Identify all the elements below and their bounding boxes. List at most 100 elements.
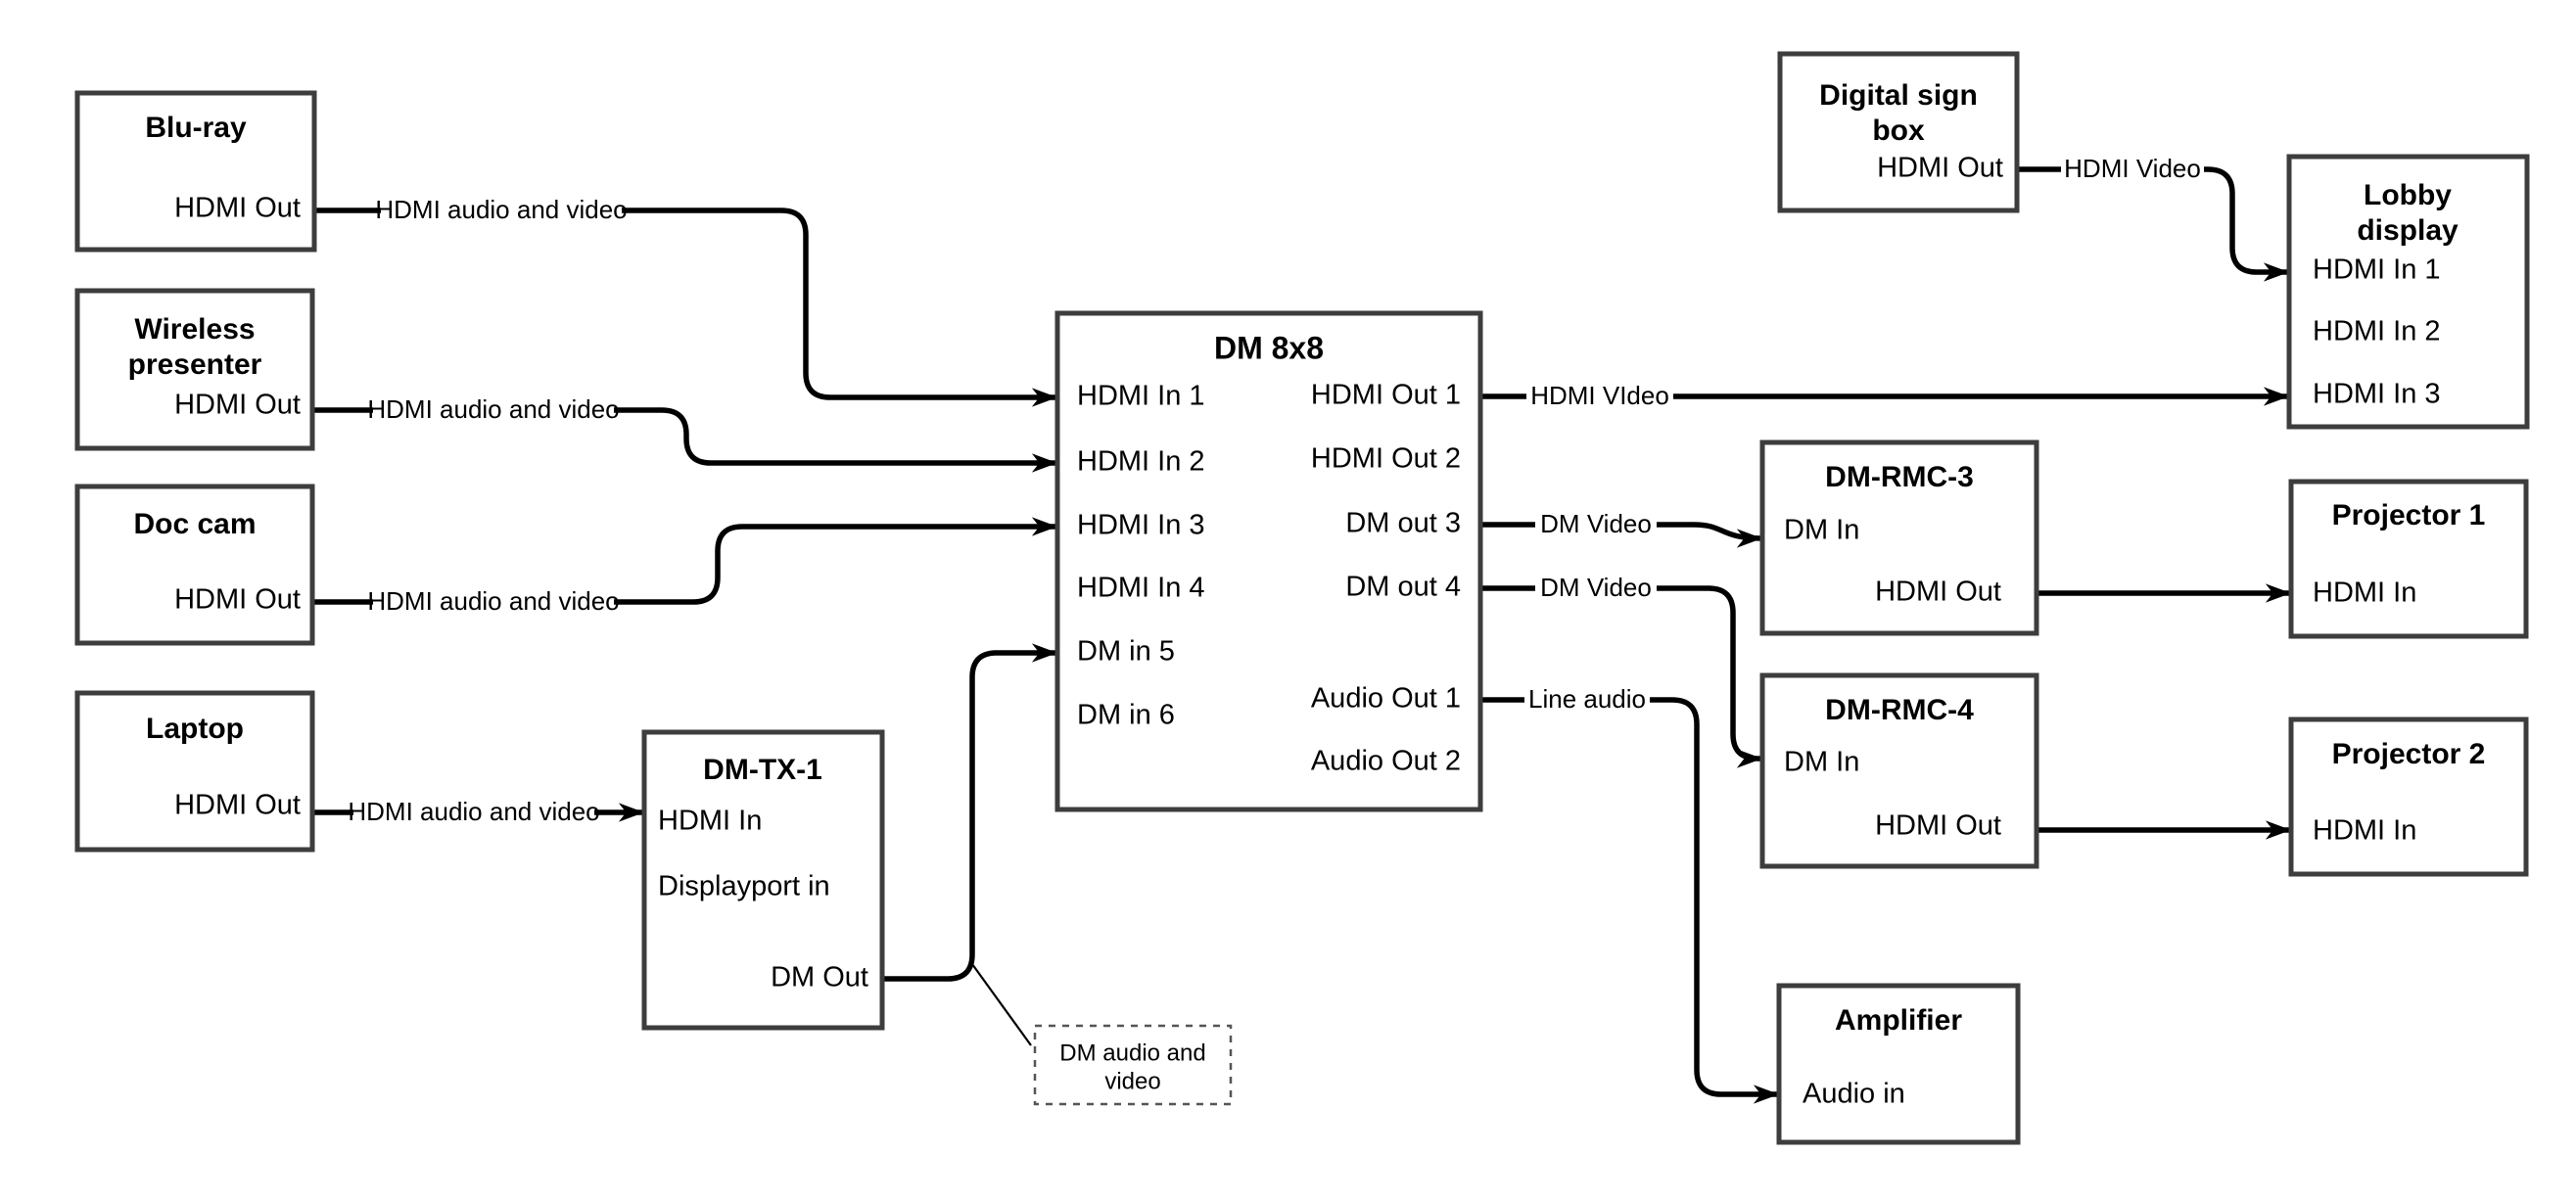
label-bg xyxy=(1526,379,1673,414)
wire-dmout3-to-dmrmc3 xyxy=(1480,522,1763,548)
note-border xyxy=(1033,1024,1233,1106)
label-bg xyxy=(1535,571,1657,606)
dmtx1-box xyxy=(641,729,885,1031)
node-projector1: Projector 1 HDMI In xyxy=(2288,479,2529,639)
doccam-title: Doc cam xyxy=(133,508,256,540)
dmrmc4-port-hdmi-out: HDMI Out xyxy=(1875,810,2001,842)
digital-sign-title-line2: box xyxy=(1872,115,1925,147)
connection-label-line-audio: Line audio xyxy=(1528,684,1646,714)
node-projector2: Projector 2 HDMI In xyxy=(2288,716,2529,877)
dm8x8-port-hdmi-in-2: HDMI In 2 xyxy=(1077,446,1205,478)
lobby-title-line1: Lobby xyxy=(2364,179,2452,211)
wireless-port-hdmi-out: HDMI Out xyxy=(174,390,301,421)
projector1-title: Projector 1 xyxy=(2332,499,2486,531)
lobby-port-hdmi-in-3: HDMI In 3 xyxy=(2313,379,2441,410)
label-bg xyxy=(2061,152,2204,187)
dmtx1-port-hdmi-in: HDMI In xyxy=(658,806,762,837)
dm8x8-port-hdmi-in-1: HDMI In 1 xyxy=(1077,381,1205,412)
dmrmc4-box xyxy=(1759,672,2039,869)
projector1-port-hdmi-in: HDMI In xyxy=(2313,577,2416,609)
digital-sign-box xyxy=(1777,51,2020,213)
laptop-box xyxy=(74,690,315,853)
dm8x8-port-hdmi-in-4: HDMI In 4 xyxy=(1077,573,1205,604)
wireless-title-line2: presenter xyxy=(128,348,262,381)
node-dmtx1: DM-TX-1 HDMI In Displayport in DM Out xyxy=(641,729,885,1031)
wireless-box xyxy=(74,288,315,451)
dm8x8-port-hdmi-out-2: HDMI Out 2 xyxy=(1311,443,1461,475)
wire-bluray-to-dm8x8 xyxy=(314,208,1057,407)
note-text-line2: video xyxy=(1104,1068,1160,1094)
dmrmc3-port-dm-in: DM In xyxy=(1784,515,1859,546)
connection-label-dm-video-out3: DM Video xyxy=(1540,509,1652,538)
dmtx1-port-dm-out: DM Out xyxy=(771,962,868,993)
dm8x8-port-hdmi-in-3: HDMI In 3 xyxy=(1077,510,1205,541)
connection-label-hdmi-video-sign: HDMI Video xyxy=(2064,154,2201,183)
bluray-title: Blu-ray xyxy=(145,112,247,144)
node-bluray: Blu-ray HDMI Out xyxy=(74,90,317,253)
connection-label-laptop: HDMI audio and video xyxy=(348,797,599,826)
connection-label-bluray: HDMI audio and video xyxy=(375,195,627,224)
dm8x8-title: DM 8x8 xyxy=(1214,330,1324,365)
wireless-title-line1: Wireless xyxy=(134,313,255,346)
wire-audioout1-to-amplifier xyxy=(1480,697,1779,1104)
doccam-port-hdmi-out: HDMI Out xyxy=(174,584,301,616)
digital-sign-port-hdmi-out: HDMI Out xyxy=(1877,153,2003,184)
note-dm-audio-video: DM audio and video xyxy=(1033,1024,1233,1106)
dm8x8-port-audio-out-1: Audio Out 1 xyxy=(1311,683,1461,715)
digital-sign-title-line1: Digital sign xyxy=(1819,79,1978,112)
note-text-line1: DM audio and xyxy=(1059,1039,1205,1066)
bluray-box xyxy=(74,90,317,253)
amplifier-box xyxy=(1776,983,2021,1145)
lobby-port-hdmi-in-2: HDMI In 2 xyxy=(2313,316,2441,347)
node-dmrmc3: DM-RMC-3 DM In HDMI Out xyxy=(1759,439,2039,636)
dm8x8-port-hdmi-out-1: HDMI Out 1 xyxy=(1311,380,1461,411)
connection-label-doccam: HDMI audio and video xyxy=(367,586,619,616)
projector2-title: Projector 2 xyxy=(2332,738,2486,770)
dmtx1-port-displayport-in: Displayport in xyxy=(658,871,830,902)
projector1-box xyxy=(2288,479,2529,639)
amplifier-title: Amplifier xyxy=(1835,1004,1962,1037)
lobby-port-hdmi-in-1: HDMI In 1 xyxy=(2313,254,2441,286)
node-dm8x8: DM 8x8 HDMI In 1 HDMI In 2 HDMI In 3 HDM… xyxy=(1054,310,1483,812)
dmrmc3-port-hdmi-out: HDMI Out xyxy=(1875,577,2001,608)
node-digital-sign-box: Digital sign box HDMI Out xyxy=(1777,51,2020,213)
node-dmrmc4: DM-RMC-4 DM In HDMI Out xyxy=(1759,672,2039,869)
dmrmc4-port-dm-in: DM In xyxy=(1784,747,1859,778)
laptop-port-hdmi-out: HDMI Out xyxy=(174,790,301,821)
label-bg xyxy=(381,193,622,228)
node-amplifier: Amplifier Audio in xyxy=(1776,983,2021,1145)
dmrmc4-title: DM-RMC-4 xyxy=(1825,694,1974,726)
dm8x8-port-dm-out-3: DM out 3 xyxy=(1345,508,1461,539)
dm8x8-port-audio-out-2: Audio Out 2 xyxy=(1311,746,1461,777)
doccam-box xyxy=(74,484,315,646)
bluray-port-hdmi-out: HDMI Out xyxy=(174,193,301,224)
lobby-title-line2: display xyxy=(2357,214,2459,247)
dm8x8-port-dm-in-6: DM in 6 xyxy=(1077,700,1175,731)
label-bg xyxy=(373,393,614,428)
note-leader-line xyxy=(971,963,1032,1046)
dm8x8-port-dm-out-4: DM out 4 xyxy=(1345,572,1461,603)
laptop-title: Laptop xyxy=(146,713,244,745)
wire-dmout4-to-dmrmc4 xyxy=(1480,585,1762,768)
node-laptop: Laptop HDMI Out xyxy=(74,690,315,853)
connection-label-wireless: HDMI audio and video xyxy=(367,394,619,424)
dmtx1-title: DM-TX-1 xyxy=(703,754,822,786)
node-wireless-presenter: Wireless presenter HDMI Out xyxy=(74,288,315,451)
projector2-box xyxy=(2288,716,2529,877)
lobby-box xyxy=(2286,154,2530,430)
dmrmc3-title: DM-RMC-3 xyxy=(1825,461,1974,493)
label-bg xyxy=(1535,507,1657,542)
dm8x8-box xyxy=(1054,310,1483,812)
label-bg xyxy=(353,795,594,830)
dmrmc3-box xyxy=(1759,439,2039,636)
wire-wireless-to-dm8x8 xyxy=(314,407,1057,473)
amplifier-port-audio-in: Audio in xyxy=(1803,1079,1905,1110)
wire-doccam-to-dm8x8 xyxy=(314,517,1057,605)
wire-dmtx1-to-dm8x8 xyxy=(882,643,1057,982)
node-doccam: Doc cam HDMI Out xyxy=(74,484,315,646)
wire-digitalsign-to-lobby xyxy=(2017,166,2289,282)
node-lobby-display: Lobby display HDMI In 1 HDMI In 2 HDMI I… xyxy=(2286,154,2530,430)
connection-labels: HDMI audio and video HDMI audio and vide… xyxy=(348,152,2204,830)
connection-label-dm-video-out4: DM Video xyxy=(1540,573,1652,602)
